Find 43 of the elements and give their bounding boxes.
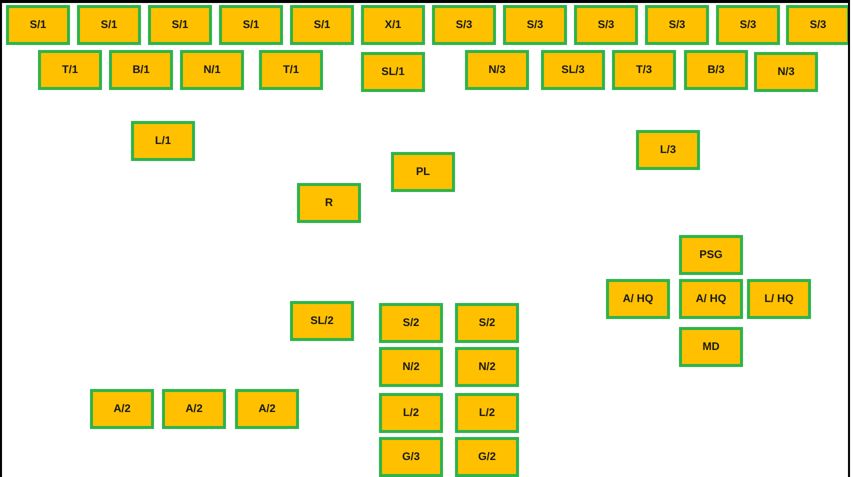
- label-box: N/1: [180, 50, 244, 90]
- label-box: X/1: [361, 5, 425, 45]
- label-box: SL/3: [541, 50, 605, 90]
- label-box: SL/2: [290, 301, 354, 341]
- label-box: PL: [391, 152, 455, 192]
- label-box: S/3: [432, 5, 496, 45]
- label-box: S/3: [645, 5, 709, 45]
- label-box: S/3: [574, 5, 638, 45]
- label-box: T/1: [38, 50, 102, 90]
- label-box: MD: [679, 327, 743, 367]
- label-box: S/3: [786, 5, 848, 45]
- label-box: G/2: [455, 437, 519, 477]
- label-box: R: [297, 183, 361, 223]
- label-box: L/2: [379, 393, 443, 433]
- label-box: A/ HQ: [679, 279, 743, 319]
- label-box: S/1: [6, 5, 70, 45]
- label-box: A/2: [235, 389, 299, 429]
- label-box: S/2: [379, 303, 443, 343]
- label-box: S/2: [455, 303, 519, 343]
- label-box: S/1: [290, 5, 354, 45]
- label-box: G/3: [379, 437, 443, 477]
- label-box: S/3: [503, 5, 567, 45]
- label-box: N/2: [455, 347, 519, 387]
- label-box: B/3: [684, 50, 748, 90]
- label-box: S/1: [219, 5, 283, 45]
- label-box: N/2: [379, 347, 443, 387]
- label-box: A/ HQ: [606, 279, 670, 319]
- label-box: L/ HQ: [747, 279, 811, 319]
- label-box: SL/1: [361, 52, 425, 92]
- label-box: B/1: [109, 50, 173, 90]
- label-box: S/3: [716, 5, 780, 45]
- label-box: L/3: [636, 130, 700, 170]
- label-box: S/1: [77, 5, 141, 45]
- label-box: N/3: [754, 52, 818, 92]
- label-box: L/2: [455, 393, 519, 433]
- label-box: T/3: [612, 50, 676, 90]
- label-box: S/1: [148, 5, 212, 45]
- label-box: N/3: [465, 50, 529, 90]
- label-box: PSG: [679, 235, 743, 275]
- label-box: L/1: [131, 121, 195, 161]
- label-box: A/2: [162, 389, 226, 429]
- label-box: A/2: [90, 389, 154, 429]
- label-box: T/1: [259, 50, 323, 90]
